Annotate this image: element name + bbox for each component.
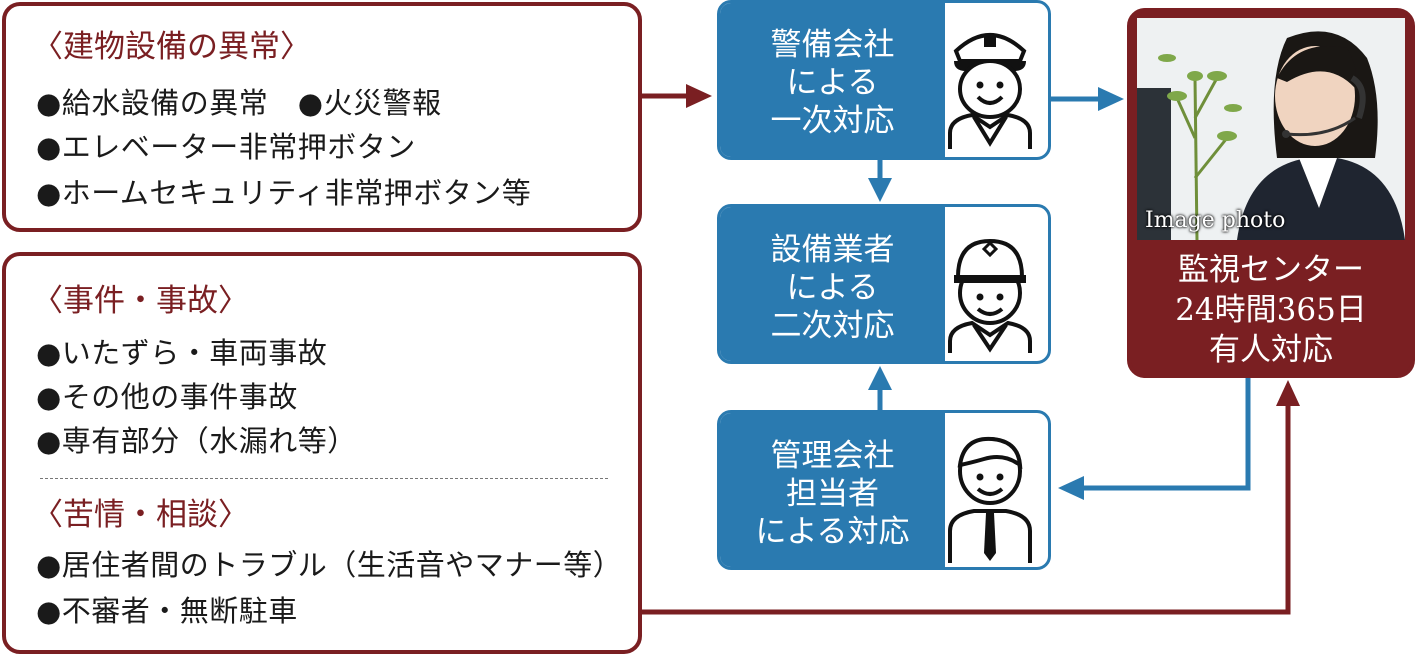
complaint-heading: 〈苦情・相談〉 [32, 497, 249, 533]
security-label-1: 警備会社 [770, 27, 895, 63]
incident-line-1: ●いたずら・車両事故 [36, 336, 328, 370]
center-to-management-arrow [1058, 378, 1251, 500]
equipment-to-security-arrow [642, 84, 712, 108]
operator-image [1137, 18, 1405, 240]
equipment-heading: 〈建物設備の異常〉 [32, 29, 311, 65]
complaint-line-1: ●居住者間のトラブル（生活音やマナー等） [36, 548, 623, 582]
contractor-panel [720, 207, 945, 361]
security-to-center-arrow [1051, 87, 1124, 111]
management-company-card: 管理会社 担当者 による対応 [717, 410, 1051, 570]
monitoring-center-box: Image photo 監視センター 24時間365日 有人対応 [1127, 8, 1415, 378]
management-label-3: による対応 [755, 514, 910, 550]
equipment-line-1: ●給水設備の異常 ●火災警報 [36, 86, 442, 120]
center-line-3: 有人対応 [1209, 332, 1333, 368]
incident-box: 〈事件・事故〉 ●いたずら・車両事故 ●その他の事件事故 ●専有部分（水漏れ等）… [2, 252, 642, 654]
section-divider [40, 478, 608, 479]
security-label-2: による [786, 65, 879, 101]
equipment-line-2: ●エレベーター非常押ボタン [36, 130, 416, 164]
security-to-contractor-arrow [868, 160, 892, 202]
businessman-icon [948, 436, 1032, 563]
incident-to-center-arrow [642, 380, 1300, 615]
contractor-label-1: 設備業者 [770, 232, 895, 268]
equipment-line-3: ●ホームセキュリティ非常押ボタン等 [36, 176, 532, 210]
operator-photo: Image photo [1137, 18, 1405, 240]
security-guard-icon [948, 33, 1032, 149]
equipment-anomaly-box: 〈建物設備の異常〉 ●給水設備の異常 ●火災警報 ●エレベーター非常押ボタン ●… [2, 2, 642, 232]
photo-caption: Image photo [1145, 208, 1286, 233]
contractor-label-2: による [786, 270, 879, 306]
center-line-2: 24時間365日 [1175, 292, 1367, 328]
management-to-contractor-arrow [868, 366, 892, 410]
complaint-line-2: ●不審者・無断駐車 [36, 594, 298, 628]
management-label-1: 管理会社 [770, 438, 895, 474]
security-panel [720, 3, 945, 157]
management-panel [720, 413, 945, 567]
incident-heading: 〈事件・事故〉 [32, 283, 249, 319]
contractor-label-3: 二次対応 [770, 308, 895, 344]
incident-line-3: ●専有部分（水漏れ等） [36, 424, 357, 458]
security-label-3: 一次対応 [770, 103, 895, 139]
management-label-2: 担当者 [786, 476, 879, 512]
security-company-card: 警備会社 による 一次対応 [717, 0, 1051, 160]
contractor-card: 設備業者 による 二次対応 [717, 204, 1051, 364]
worker-icon [948, 238, 1032, 353]
center-line-1: 監視センター [1178, 252, 1364, 288]
incident-line-2: ●その他の事件事故 [36, 380, 298, 414]
